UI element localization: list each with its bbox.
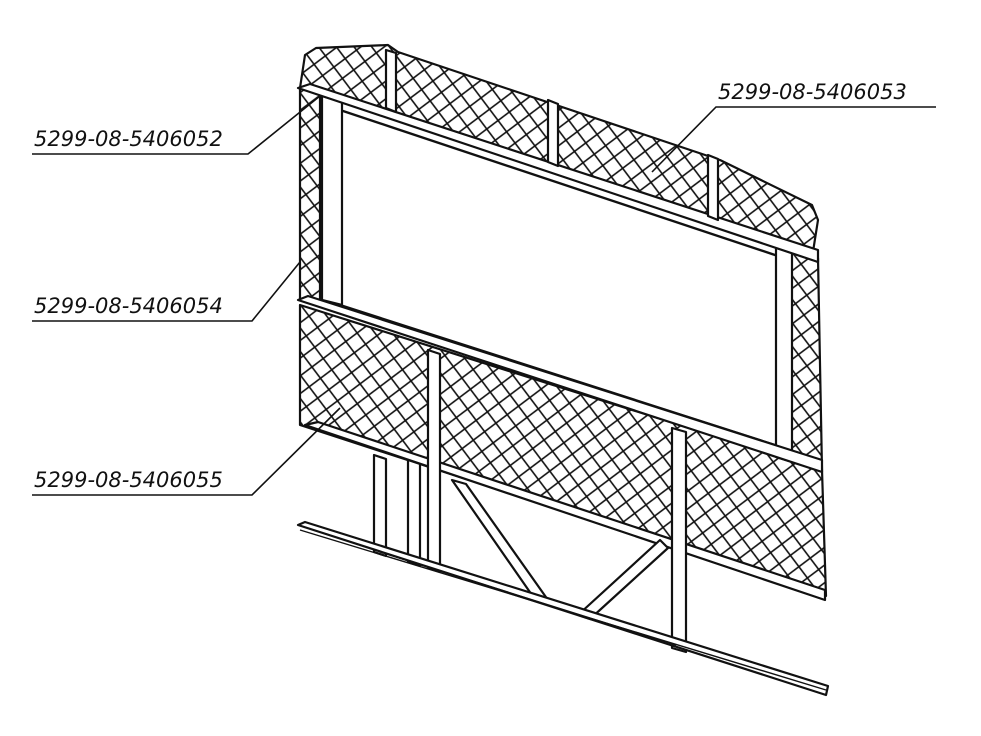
cross-member-low [379,551,677,646]
middle-horizontal-beam [296,294,824,474]
leader-upper-left [32,95,321,155]
right-panel [788,248,824,472]
left-vertical-post [320,94,344,307]
support-leg-left-1 [372,453,388,558]
left-panel [298,86,322,302]
top-rib-2 [546,98,560,168]
lower-post-1 [426,348,442,574]
top-rib-1 [384,48,398,114]
label-upper-left: 5299-08-5406052 [34,127,223,151]
label-lower-left: 5299-08-5406055 [34,468,223,492]
base-rail [296,520,830,697]
top-horizontal-beam [296,82,820,264]
leader-middle-left [32,261,301,322]
support-leg-left-2 [406,458,422,568]
label-middle-left: 5299-08-5406054 [34,294,223,318]
lower-post-2 [670,426,688,654]
leader-lower-left [32,407,341,496]
diagonal-brace-right [576,538,670,621]
leader-top-right [651,106,936,173]
top-rib-3 [706,153,720,222]
right-vertical-post [774,246,794,464]
label-top-right: 5299-08-5406053 [718,80,907,104]
